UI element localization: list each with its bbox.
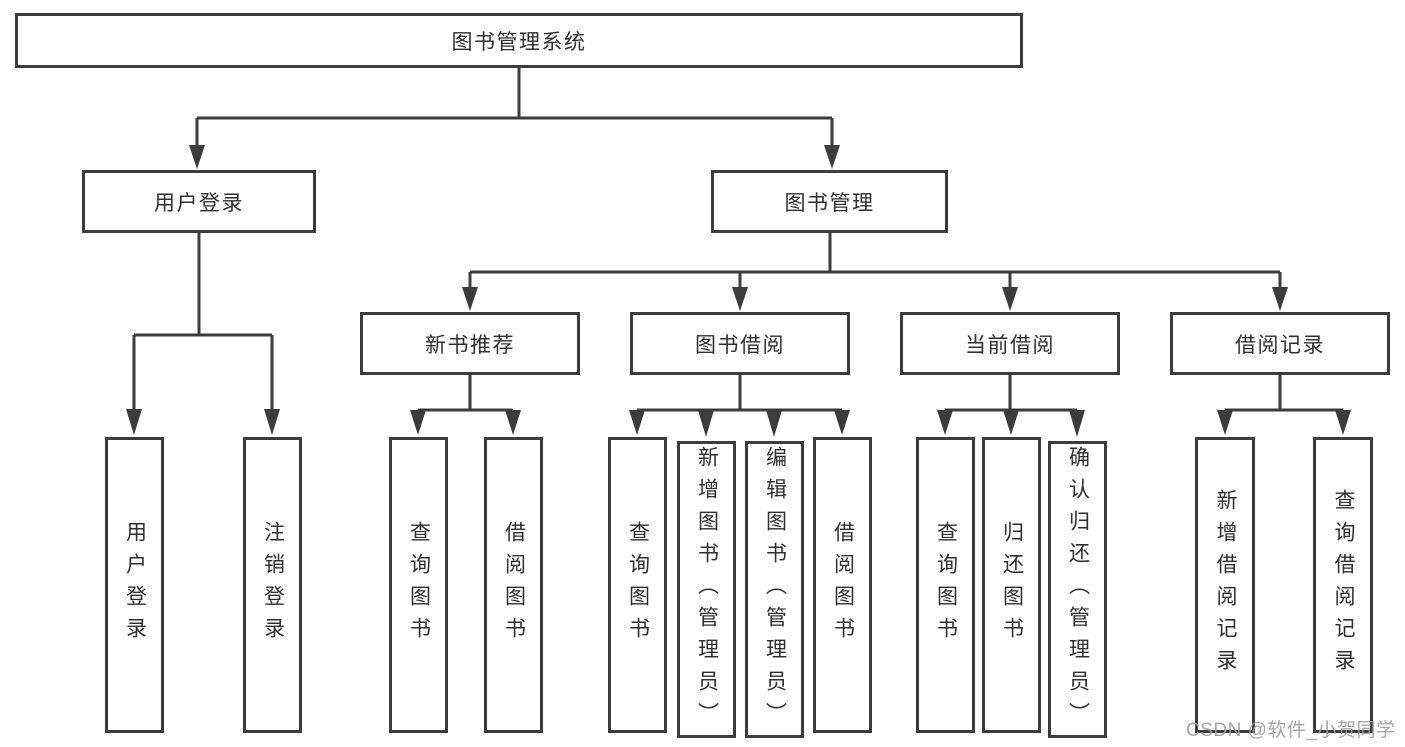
connectors-book-borrowing	[629, 375, 850, 437]
leaf-borrowing-edit-book-admin: 编辑图书（管理员）	[745, 441, 804, 738]
node-label: 查询借阅记录	[1332, 489, 1356, 681]
leaf-current-query-books: 查询图书	[916, 437, 975, 733]
leaf-records-add-borrow-record: 新增借阅记录	[1195, 437, 1255, 733]
node-book-borrowing: 图书借阅	[630, 312, 850, 375]
node-user-login: 用户登录	[82, 170, 316, 233]
connectors-root	[189, 68, 840, 169]
leaf-user-login: 用户登录	[105, 437, 164, 733]
connectors-borrowing-records	[1217, 375, 1351, 435]
leaf-current-confirm-return-admin: 确认归还（管理员）	[1048, 441, 1107, 738]
node-label: 新增借阅记录	[1214, 489, 1238, 681]
node-label: 查询图书	[934, 521, 958, 649]
node-label: 图书管理	[784, 191, 875, 215]
connectors-current-borrowing	[937, 375, 1085, 437]
node-label: 确认归还（管理员）	[1066, 445, 1090, 734]
node-label: 注销登录	[261, 521, 285, 649]
node-label: 借阅图书	[502, 521, 526, 649]
leaf-borrowing-add-book-admin: 新增图书（管理员）	[677, 441, 736, 738]
node-label: 用户登录	[154, 191, 244, 215]
node-library-management-system: 图书管理系统	[15, 13, 1023, 68]
node-label: 编辑图书（管理员）	[763, 445, 787, 734]
node-borrowing-records: 借阅记录	[1170, 312, 1390, 375]
node-label: 借阅图书	[831, 521, 855, 649]
node-label: 新书推荐	[425, 333, 515, 357]
leaf-recommend-query-books: 查询图书	[389, 437, 448, 733]
node-book-management: 图书管理	[711, 170, 948, 233]
leaf-borrowing-query-books: 查询图书	[608, 437, 667, 733]
node-label: 查询图书	[407, 521, 431, 649]
node-label: 新增图书（管理员）	[695, 445, 719, 734]
connectors-user-login	[126, 232, 280, 435]
leaf-records-query-borrow-record: 查询借阅记录	[1313, 437, 1373, 733]
node-label: 查询图书	[626, 521, 650, 649]
node-label: 归还图书	[1000, 521, 1024, 649]
node-current-borrowing: 当前借阅	[900, 312, 1120, 375]
leaf-recommend-borrow-books: 借阅图书	[484, 437, 543, 733]
leaf-current-return-books: 归还图书	[982, 437, 1041, 733]
connectors-book-management	[462, 232, 1288, 311]
csdn-watermark: CSDN @软件_小贺同学	[1186, 720, 1396, 741]
connectors-new-book-recommendation	[410, 375, 521, 435]
leaf-borrowing-borrow-books: 借阅图书	[813, 437, 872, 733]
node-label: 用户登录	[123, 521, 147, 649]
node-new-book-recommendation: 新书推荐	[360, 312, 580, 375]
node-label: 借阅记录	[1235, 333, 1325, 357]
node-label: 当前借阅	[965, 333, 1055, 357]
leaf-logout: 注销登录	[243, 437, 302, 733]
node-label: 图书管理系统	[451, 30, 587, 54]
node-label: 图书借阅	[695, 333, 785, 357]
